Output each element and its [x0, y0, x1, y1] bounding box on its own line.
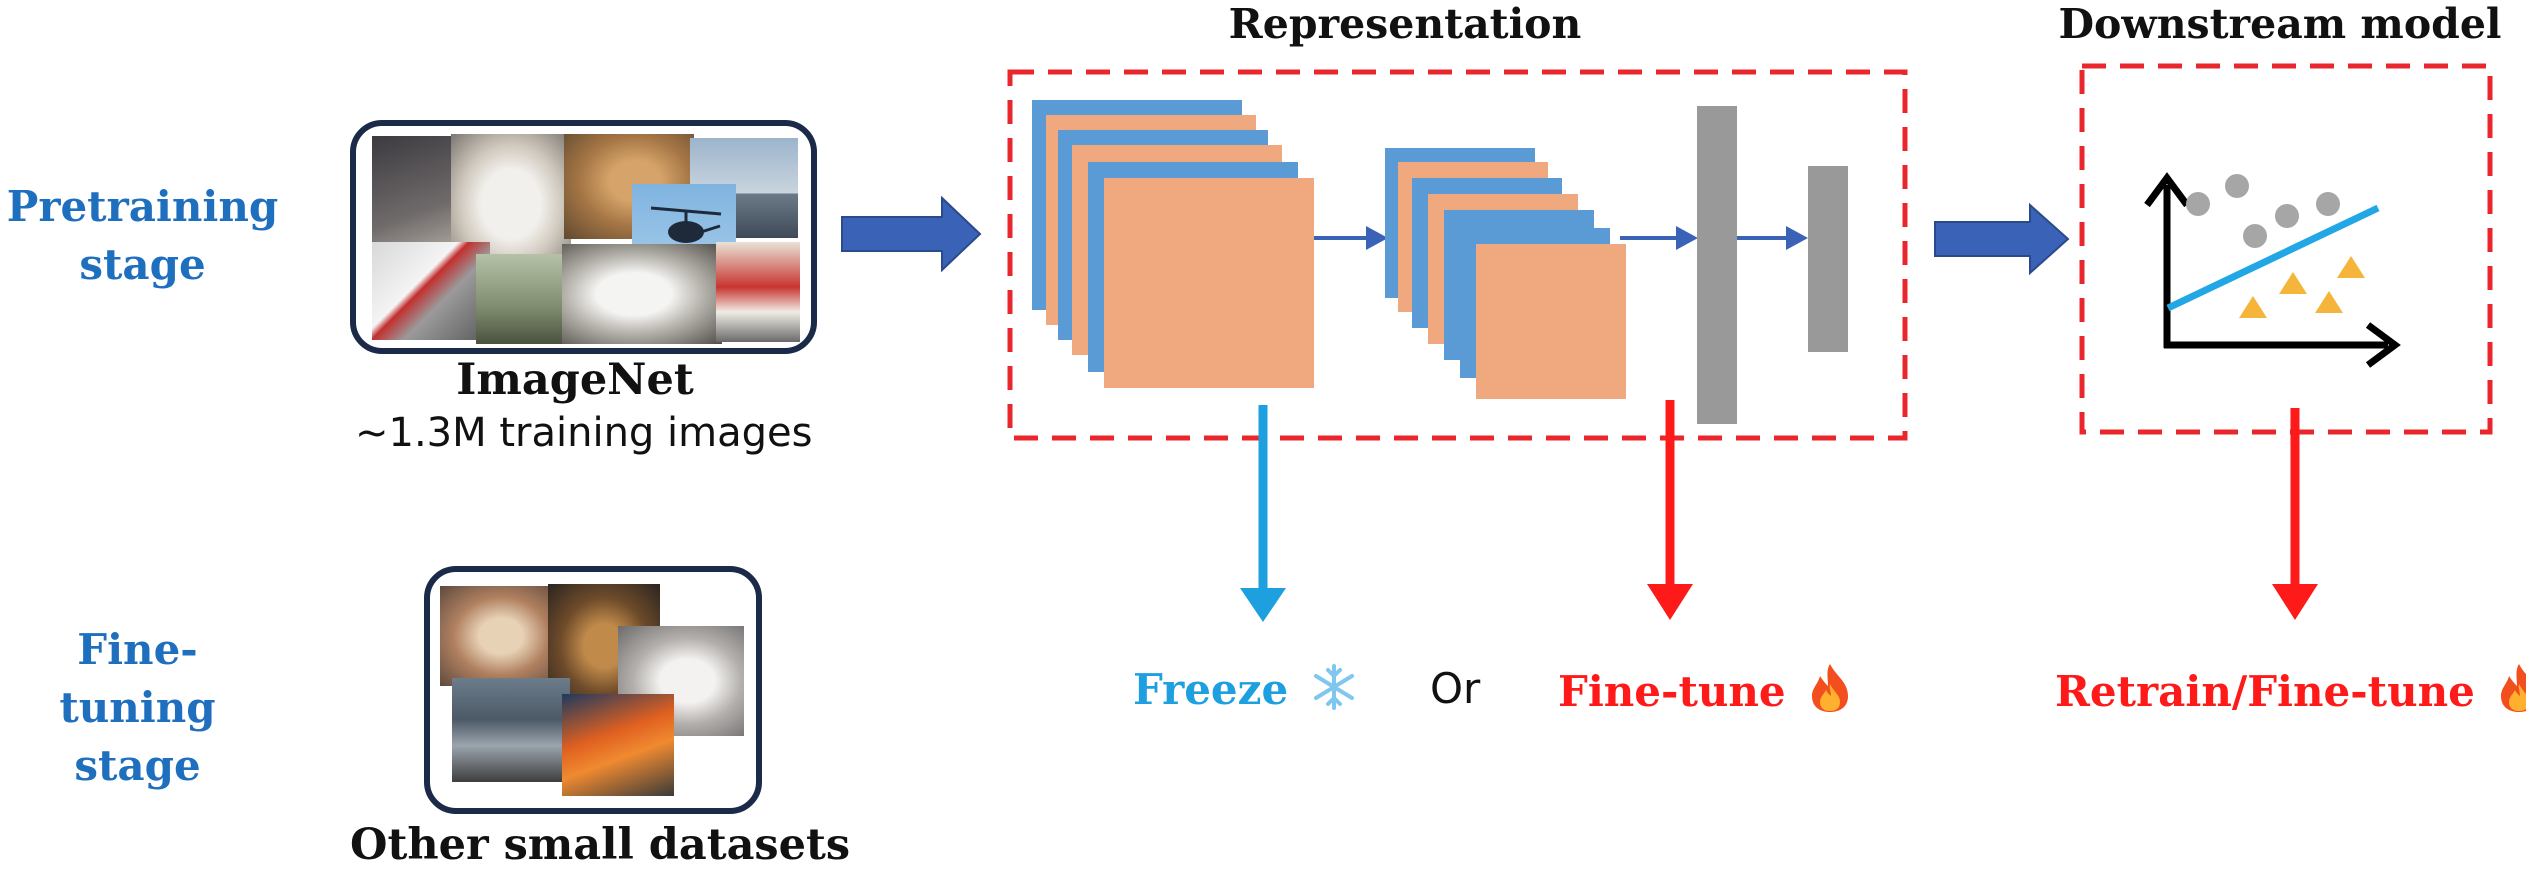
imagenet-name: ImageNet	[456, 355, 694, 405]
or-label: Or	[1430, 664, 1481, 713]
freeze-label: Freeze	[1133, 665, 1289, 714]
conv-block-1	[1032, 100, 1314, 388]
small-car-photo-1	[452, 678, 570, 782]
downstream-title: Downstream model	[2058, 0, 2502, 48]
retrain-label: Retrain/Fine-tune	[2055, 667, 2475, 716]
fire-icon	[2501, 664, 2526, 712]
bus-photo	[716, 242, 800, 342]
finetune-label-group: Fine-tune	[1558, 662, 1854, 716]
arrow-fc1-to-fc2	[1737, 226, 1808, 250]
imagenet-collage	[350, 120, 817, 354]
pretraining-stage-line2: stage	[79, 240, 206, 289]
imagenet-caption: ~1.3M training images	[355, 410, 813, 456]
representation-title: Representation	[1228, 0, 1582, 48]
retrain-label-group: Retrain/Fine-tune	[2055, 662, 2526, 716]
small-datasets-collage	[424, 566, 762, 814]
fc-layer-1	[1697, 106, 1737, 424]
fc-layer-2	[1808, 166, 1848, 352]
representation-dashed-box	[1007, 69, 1908, 441]
fire-icon	[1812, 664, 1849, 712]
arrow-imagenet-to-representation	[841, 195, 982, 273]
pretraining-stage-label: Pretraining stage	[0, 178, 285, 294]
arrow-representation-to-downstream	[1934, 202, 2070, 276]
conv-block-2	[1385, 148, 1626, 399]
small-datasets-caption: Other small datasets	[350, 820, 851, 870]
retrain-down-arrow	[2272, 408, 2318, 620]
pretraining-stage-line1: Pretraining	[6, 182, 279, 231]
downstream-scatter-icon	[2144, 172, 2401, 368]
freeze-label-group: Freeze	[1133, 662, 1359, 714]
helicopter-shape	[650, 206, 722, 243]
finetuning-stage-label: Fine-tuning stage	[0, 621, 275, 795]
arrow-conv2-to-fc1	[1620, 226, 1698, 250]
snowflake-icon	[1313, 664, 1354, 710]
finetune-label: Fine-tune	[1558, 667, 1786, 716]
downstream-dashed-box	[2079, 63, 2493, 435]
train-photo	[372, 242, 490, 340]
small-dog-photo-1	[440, 586, 562, 686]
arrow-conv1-to-conv2	[1314, 226, 1388, 250]
finetuning-stage-line1: Fine-tuning	[59, 625, 216, 732]
freeze-down-arrow	[1240, 405, 1286, 622]
finetune-down-arrow	[1647, 400, 1693, 620]
small-car-photo-2	[562, 694, 674, 796]
husky-photo	[562, 244, 722, 344]
finetuning-stage-line2: stage	[74, 741, 201, 790]
